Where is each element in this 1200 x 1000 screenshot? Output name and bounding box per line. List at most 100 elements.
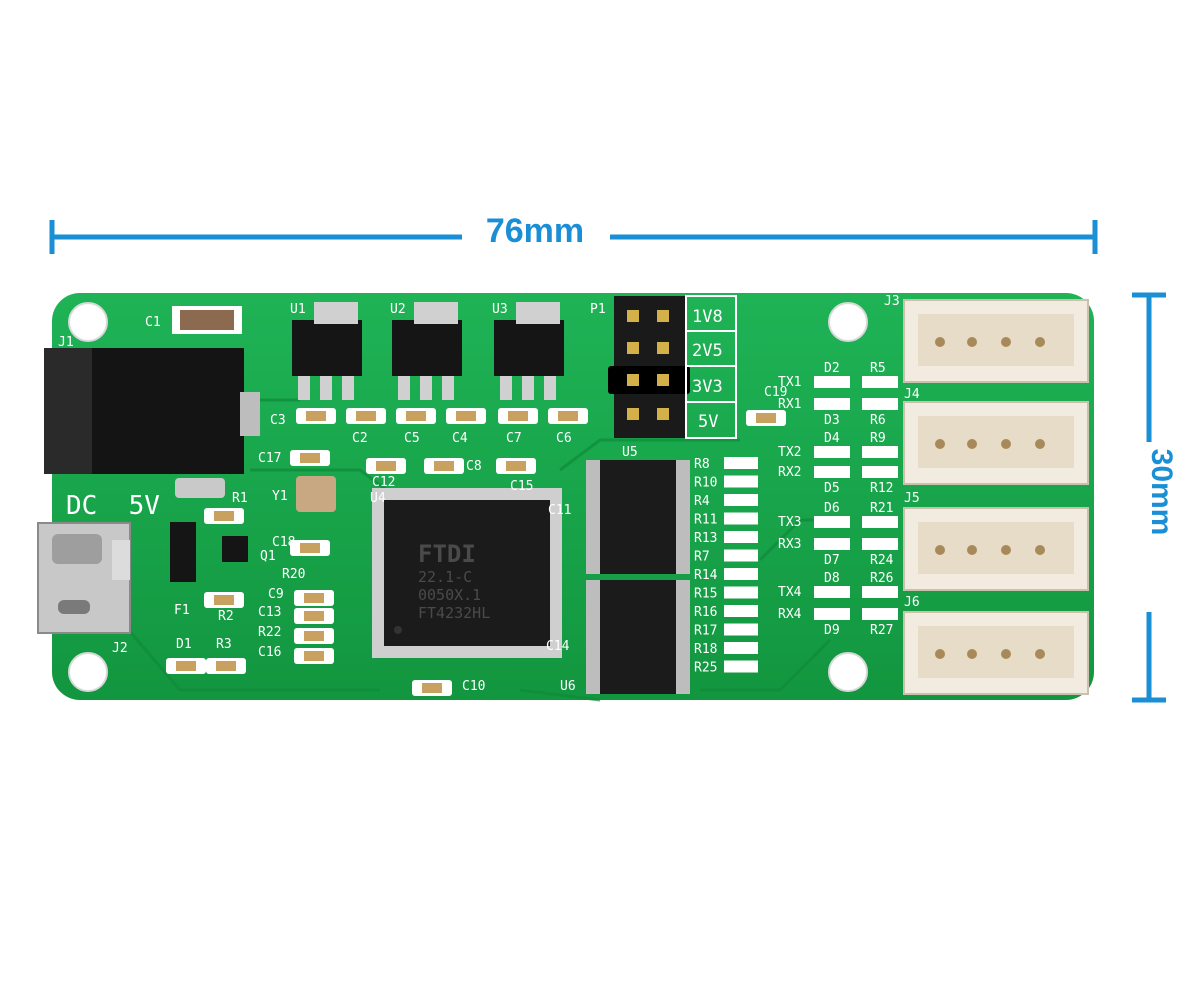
smd-body	[300, 453, 320, 463]
label-f1: F1	[174, 603, 190, 618]
label-u3: U3	[492, 302, 508, 317]
led-d3	[814, 398, 850, 410]
label-dc-5v: DC 5V	[66, 491, 160, 521]
label-c3: C3	[270, 413, 286, 428]
led-ref-d2: D2	[824, 361, 840, 376]
smd-body	[756, 413, 776, 423]
res-ref-r21: R21	[870, 501, 893, 516]
res-col-label-r16: R16	[694, 605, 717, 620]
label-r22: R22	[258, 625, 281, 640]
resistor-r6	[862, 398, 898, 410]
res-col-r16	[724, 605, 758, 617]
label-r20: R20	[282, 567, 305, 582]
chip-line-3: 0050X.1	[418, 586, 481, 604]
port-j6	[903, 611, 1089, 695]
smd-body	[508, 411, 528, 421]
res-ref-r5: R5	[870, 361, 886, 376]
led-ref-d6: D6	[824, 501, 840, 516]
resistor-r24	[862, 538, 898, 550]
led-ref-d5: D5	[824, 481, 840, 496]
label-5v: 5V	[698, 412, 718, 432]
smd-body	[304, 631, 324, 641]
res-ref-r9: R9	[870, 431, 886, 446]
led-label-rx4: RX4	[778, 607, 802, 622]
resistor-r26	[862, 586, 898, 598]
resistor-r27	[862, 608, 898, 620]
mount-hole-bottom-left	[68, 652, 108, 692]
smd-body	[456, 411, 476, 421]
led-label-tx2: TX2	[778, 445, 801, 460]
led-label-rx3: RX3	[778, 537, 801, 552]
width-label: 76mm	[485, 212, 585, 250]
label-c18: C18	[272, 535, 295, 550]
res-col-r13	[724, 531, 758, 543]
res-col-label-r13: R13	[694, 531, 717, 546]
res-col-r7	[724, 549, 758, 562]
dc-jack	[44, 348, 260, 498]
smd-body	[376, 461, 396, 471]
res-ref-r12: R12	[870, 481, 893, 496]
chip-line-4: FT4232HL	[418, 604, 490, 622]
label-j1: J1	[58, 335, 74, 350]
res-col-r18	[724, 642, 758, 654]
led-d9	[814, 608, 850, 620]
smd-body	[434, 461, 454, 471]
smd-body	[558, 411, 578, 421]
label-c8: C8	[466, 459, 482, 474]
res-col-r15	[724, 586, 758, 599]
smd-body	[304, 651, 324, 661]
res-col-label-r15: R15	[694, 587, 717, 602]
res-col-r11	[724, 512, 758, 525]
led-d6	[814, 516, 850, 528]
label-c2: C2	[352, 431, 368, 446]
res-col-r25	[724, 660, 758, 673]
led-ref-d8: D8	[824, 571, 840, 586]
capacitor-c1	[172, 306, 242, 334]
jumper-header	[608, 295, 737, 439]
resistor-r12	[862, 466, 898, 478]
label-j2: J2	[112, 641, 128, 656]
mount-hole-top-right	[828, 302, 868, 342]
label-u2: U2	[390, 302, 406, 317]
label-j5: J5	[904, 491, 920, 506]
uart-ports	[903, 299, 1089, 695]
led-d4	[814, 446, 850, 458]
led-d5	[814, 466, 850, 478]
port-j4	[903, 401, 1089, 485]
label-c11: C11	[548, 503, 571, 518]
led-d2	[814, 376, 850, 388]
crystal	[296, 476, 336, 512]
chip-line-2: 22.1-C	[418, 568, 472, 586]
label-r2: R2	[218, 609, 234, 624]
label-p1: P1	[590, 302, 606, 317]
led-d8	[814, 586, 850, 598]
mount-hole-top-left	[68, 302, 108, 342]
led-label-tx4: TX4	[778, 585, 802, 600]
led-label-tx1: TX1	[778, 375, 801, 390]
smd-body	[306, 411, 326, 421]
transceiver-chips	[586, 460, 690, 694]
res-ref-r6: R6	[870, 413, 886, 428]
label-u1: U1	[290, 302, 306, 317]
led-d7	[814, 538, 850, 550]
label-r3: R3	[216, 637, 232, 652]
label-c12: C12	[372, 475, 395, 490]
res-col-label-r4: R4	[694, 494, 710, 509]
label-u5: U5	[622, 445, 638, 460]
res-col-label-r7: R7	[694, 550, 710, 565]
label-c6: C6	[556, 431, 572, 446]
main-chip	[372, 488, 562, 658]
res-col-r10	[724, 475, 758, 488]
label-c19: C19	[764, 385, 787, 400]
smd-body	[406, 411, 426, 421]
label-j3: J3	[884, 294, 900, 309]
res-col-label-r18: R18	[694, 642, 717, 657]
led-ref-d4: D4	[824, 431, 840, 446]
res-col-r4	[724, 494, 758, 506]
label-q1: Q1	[260, 549, 276, 564]
label-2v5: 2V5	[692, 341, 723, 361]
label-j6: J6	[904, 595, 920, 610]
label-j4: J4	[904, 387, 920, 402]
